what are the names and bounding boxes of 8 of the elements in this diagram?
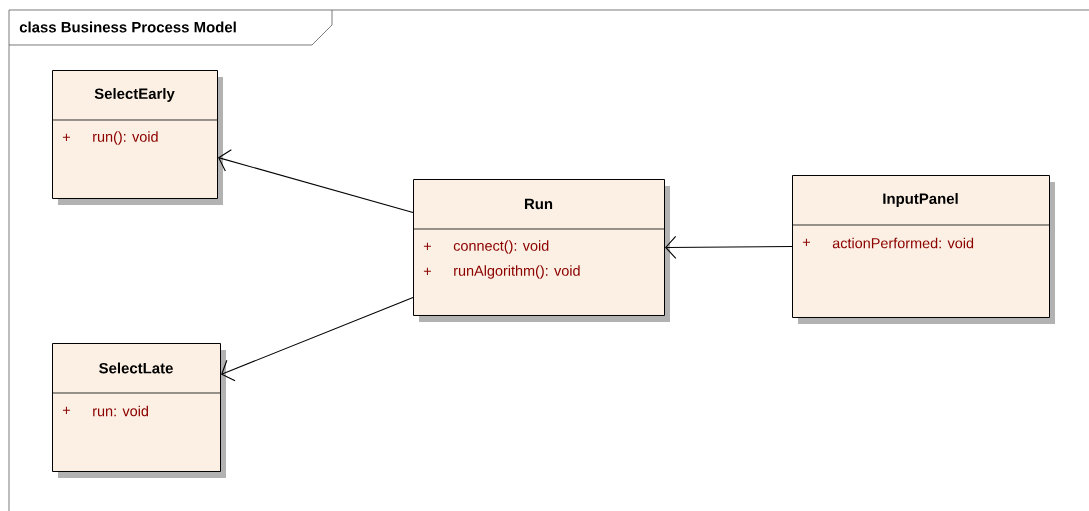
class-box: Run + connect(): void + runAlgorithm(): void [412, 179, 670, 322]
association-arrow [221, 296, 414, 382]
association-arrow [665, 235, 793, 259]
class-box: SelectEarly + run(): void [51, 70, 223, 205]
frame-title-tab: class Business Process Model [8, 9, 333, 46]
association-arrow [218, 149, 414, 214]
class-box: SelectLate + run: void [51, 343, 226, 478]
class-box: InputPanel + actionPerformed: void [791, 175, 1055, 324]
